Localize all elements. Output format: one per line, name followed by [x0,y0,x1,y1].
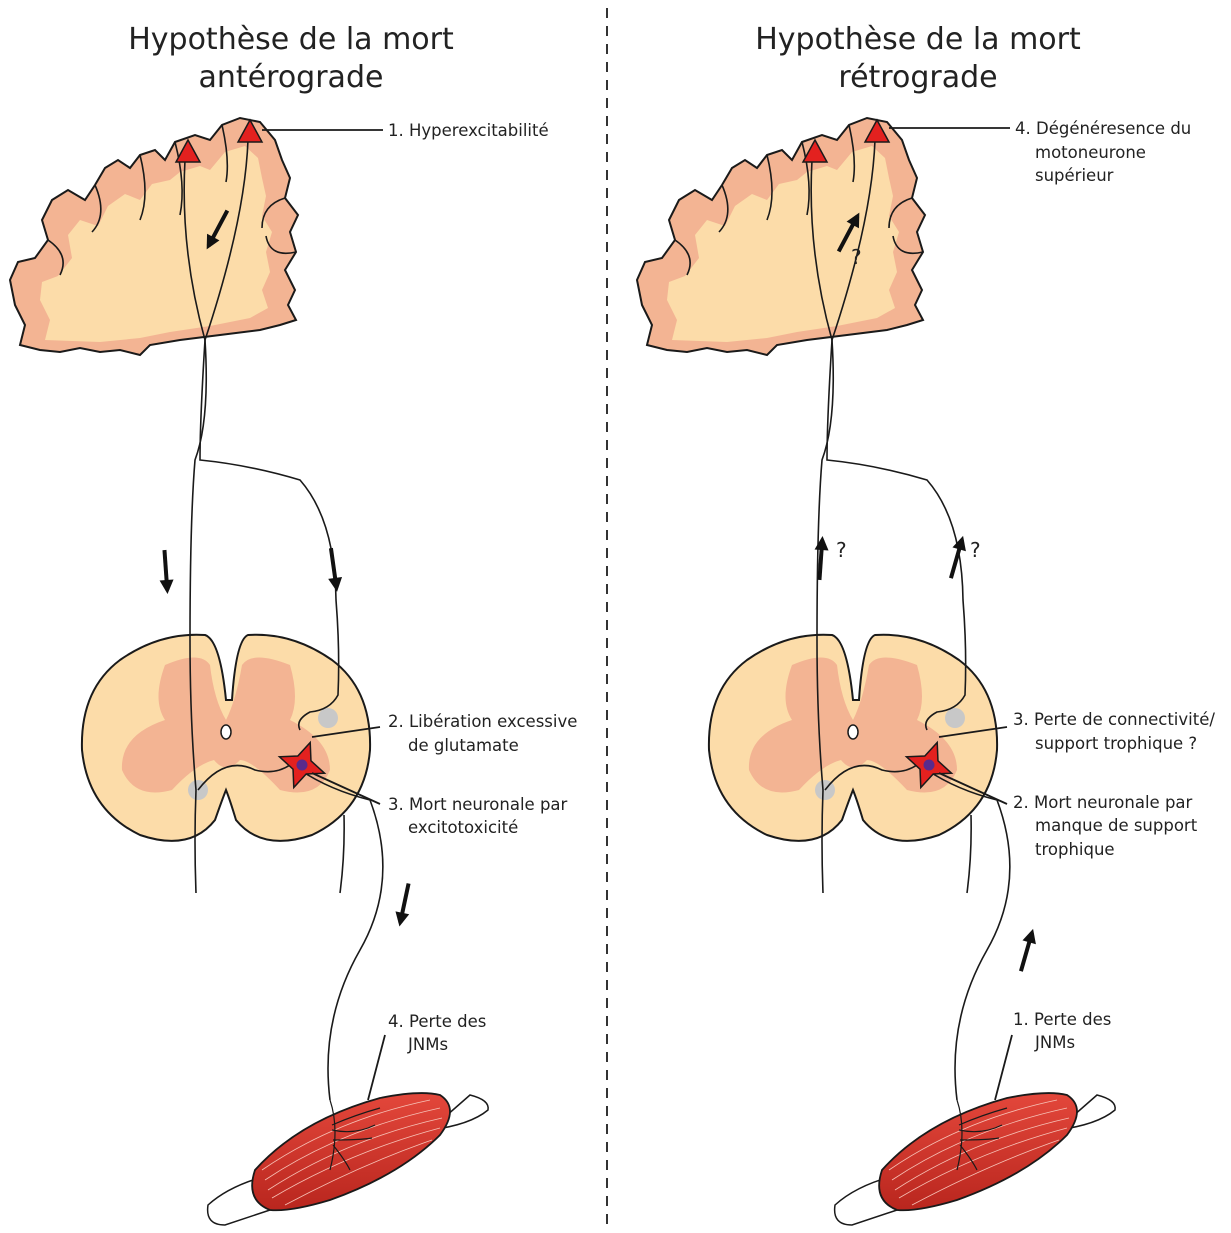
arrow-up-axon-right [1014,927,1040,973]
right-panel: Hypothèse de la mort rétrograde ? ? ? [637,22,1215,1225]
arrow-up-tract-right-1 [812,536,829,581]
left-panel: Hypothèse de la mort antérograde 1. Hype… [10,22,577,1225]
label-l4-line1: 4. Perte des [388,1012,486,1031]
leader-r1 [995,1035,1012,1100]
left-title-line2: antérograde [199,60,384,95]
label-r4-line1: 4. Dégénéresence du [1015,119,1191,138]
label-r1-line1: 1. Perte des [1013,1010,1111,1029]
brain-section-left [10,118,298,355]
spinal-cord-section-left [82,635,370,841]
label-l3-line2: excitotoxicité [408,818,518,837]
label-l3-line1: 3. Mort neuronale par [388,795,568,814]
label-r2-line2: manque de support [1035,816,1198,835]
cord-tract-right-left [340,815,344,893]
right-title-line2: rétrograde [838,60,997,95]
label-l2-line2: de glutamate [408,736,519,755]
arrow-down-axon-left [393,882,416,928]
label-r1-line2: JNMs [1034,1033,1075,1052]
question-mark-tract-1: ? [836,538,847,562]
label-l2-line1: 2. Libération excessive [388,712,577,731]
leader-l4 [368,1035,385,1100]
label-l4-line2: JNMs [407,1035,448,1054]
brain-section-right [637,118,925,355]
label-r3-line1: 3. Perte de connectivité/ [1013,710,1215,729]
label-l1: 1. Hyperexcitabilité [388,121,549,140]
label-r4-line3: supérieur [1035,166,1114,185]
label-r2-line1: 2. Mort neuronale par [1013,793,1193,812]
question-mark-tract-2: ? [970,538,981,562]
muscle-right [835,1093,1116,1225]
label-r2-line3: trophique [1035,840,1115,859]
right-title-line1: Hypothèse de la mort [755,22,1081,57]
muscle-left [208,1093,489,1225]
arrow-down-tract-left-1 [157,550,174,595]
spinal-cord-section-right [709,635,997,841]
arrow-down-tract-left-2 [324,547,344,593]
label-r3-line2: support trophique ? [1035,734,1197,753]
question-mark-brain: ? [851,245,862,269]
left-title-line1: Hypothèse de la mort [128,22,454,57]
label-r4-line2: motoneurone [1035,143,1146,162]
cord-tract-right-right [967,815,971,893]
